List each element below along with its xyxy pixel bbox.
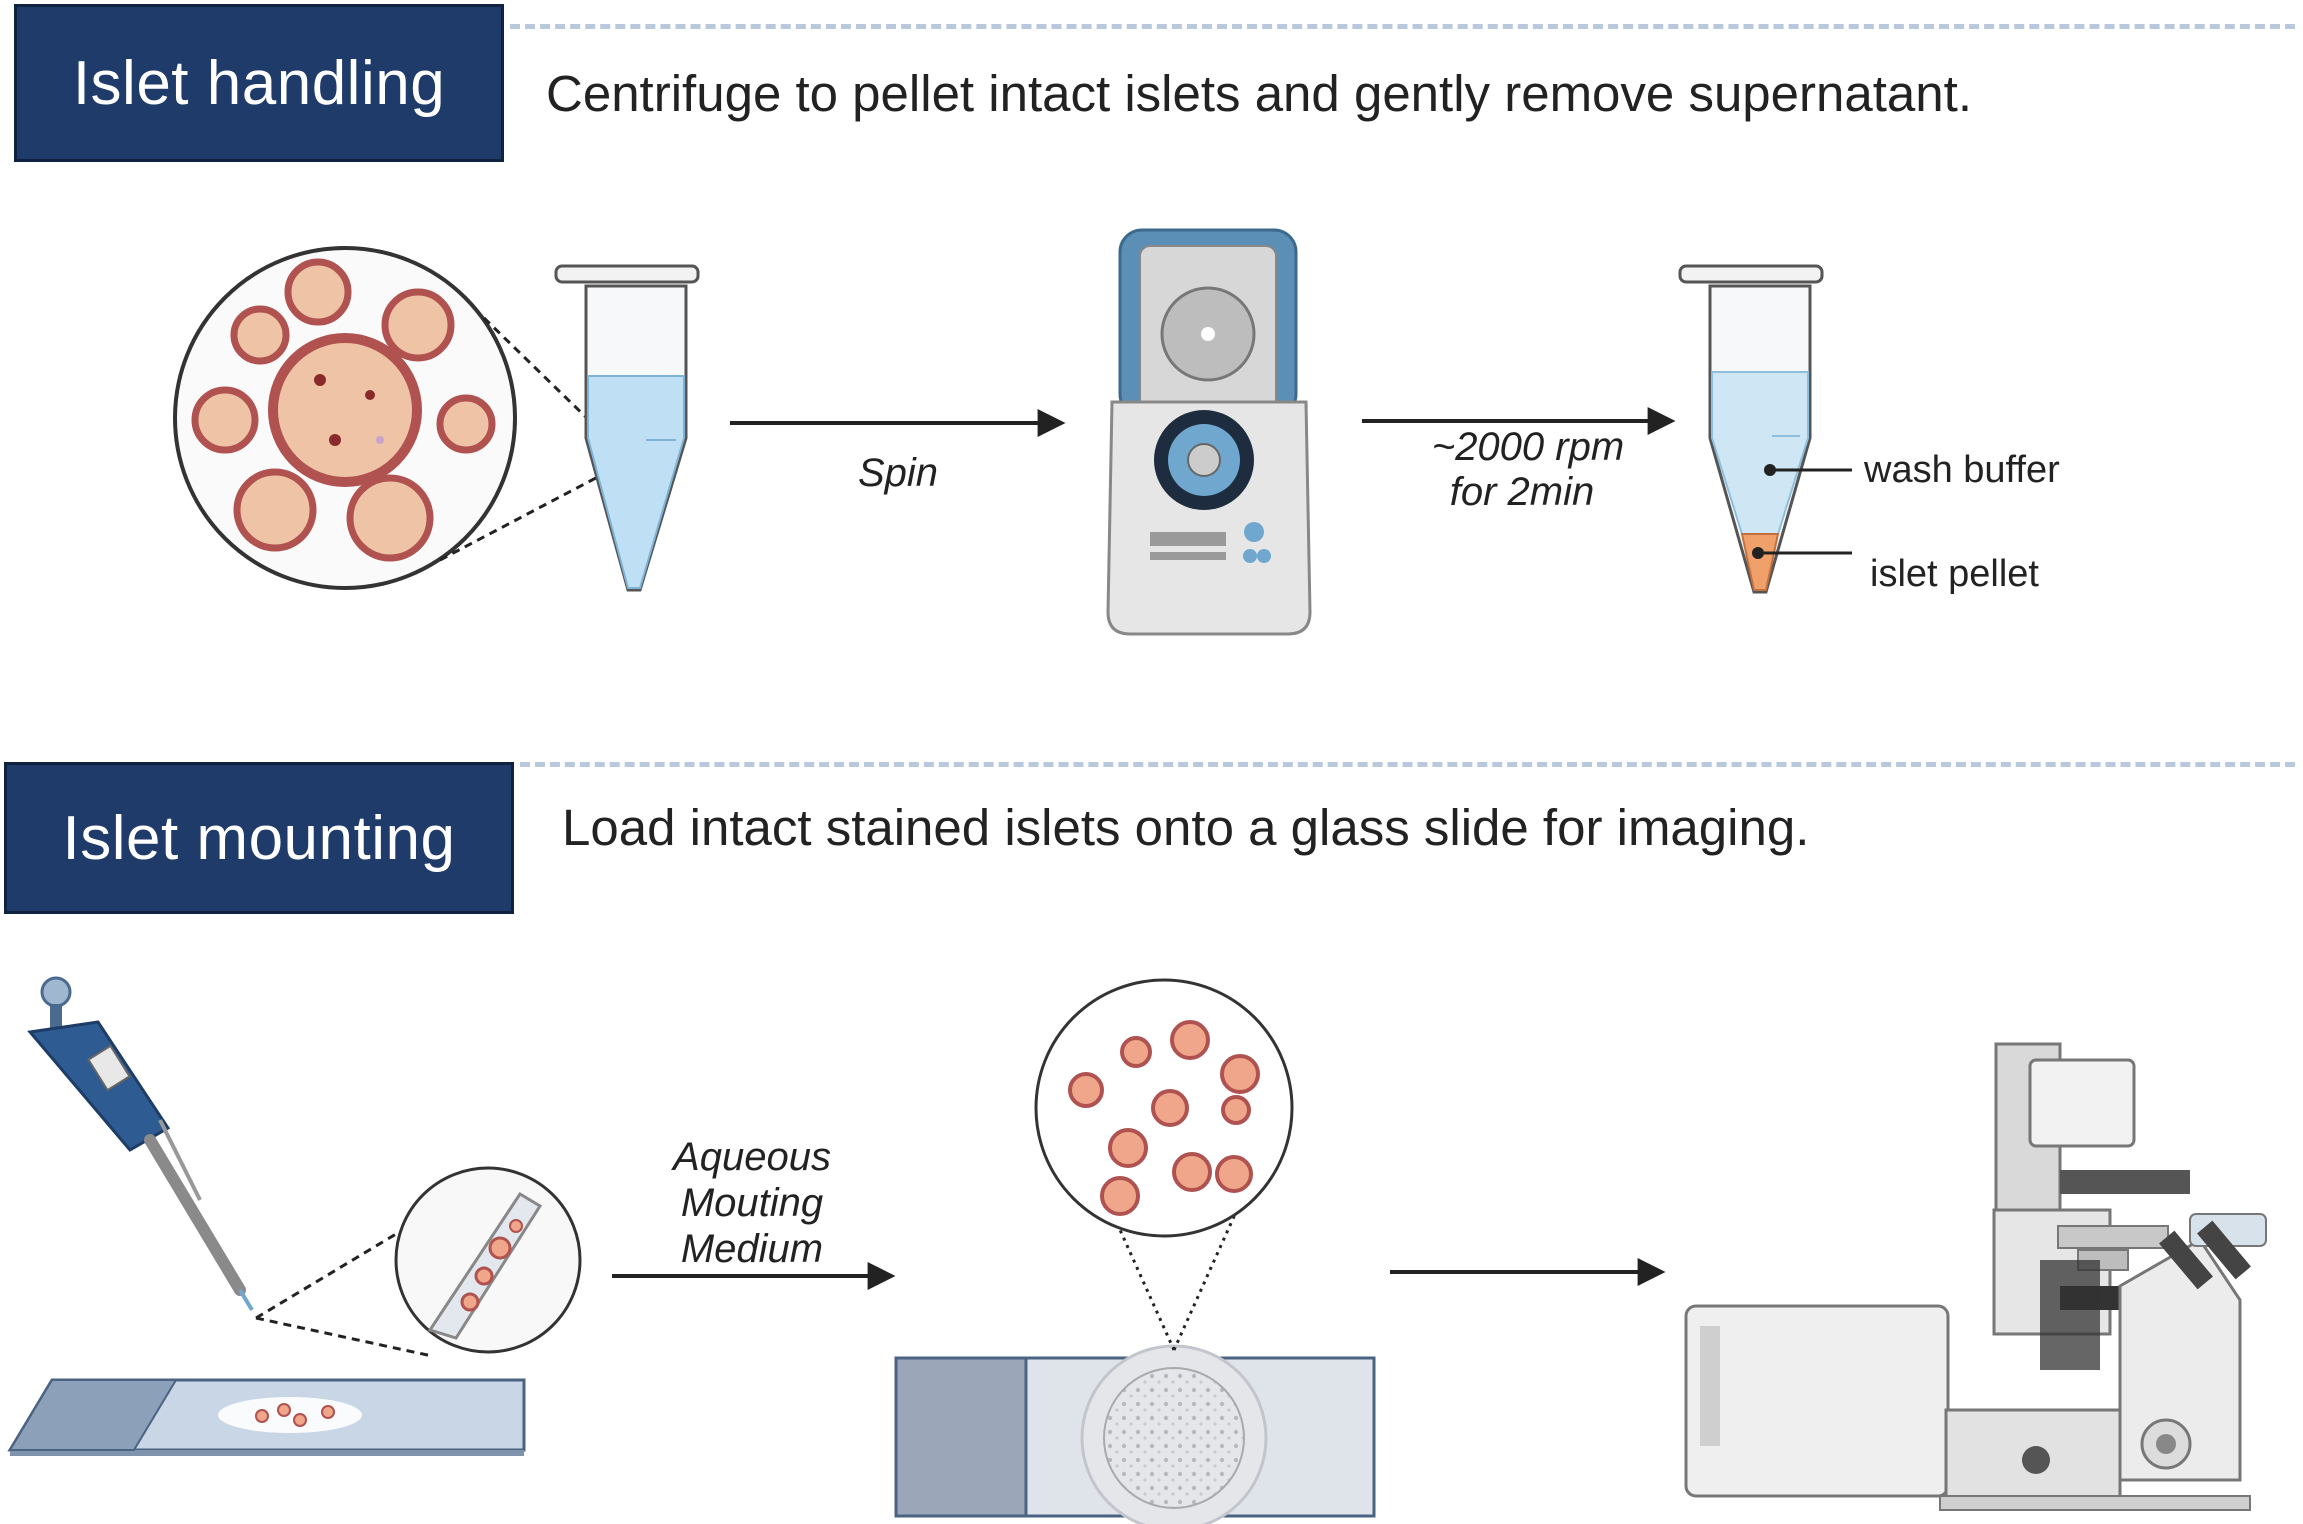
- mounted-islets-magnified-circle: [1034, 978, 1294, 1238]
- zoom-line: [255, 1316, 433, 1358]
- section-label-islet-handling: Islet handling: [14, 4, 504, 162]
- medium-label-line1: Aqueous: [671, 1135, 831, 1179]
- handling-description: Centrifuge to pellet intact islets and g…: [546, 65, 1972, 122]
- tube-with-pellet: [1678, 264, 1852, 594]
- small-islet: [230, 305, 290, 365]
- small-islet: [284, 258, 352, 326]
- small-islet: [191, 386, 259, 454]
- section-label-text: Islet mounting: [62, 803, 456, 873]
- divider-line-middle: [520, 762, 2295, 767]
- microscope-icon: [1684, 1042, 2267, 1511]
- divider-line-top: [510, 24, 2295, 29]
- mounted-slide: [894, 1344, 1376, 1524]
- rpm-label-line2: for 2min: [1450, 470, 1595, 514]
- islet-pellet-label: islet pellet: [1870, 553, 2039, 595]
- tube-with-islets: [554, 264, 700, 592]
- medium-label-line3: Medium: [681, 1227, 823, 1271]
- pipette-tip-magnified-circle: [394, 1166, 582, 1354]
- zoom-line: [439, 458, 631, 562]
- large-islet: [268, 333, 422, 487]
- section-label-islet-mounting: Islet mounting: [4, 762, 514, 914]
- spin-label: Spin: [858, 451, 938, 495]
- small-islet: [381, 288, 455, 362]
- small-islet: [346, 474, 434, 562]
- mounting-description: Load intact stained islets onto a glass …: [562, 799, 1810, 856]
- pipette-icon: [27, 976, 254, 1312]
- section-label-text: Islet handling: [72, 48, 446, 118]
- centrifuge-icon: [1106, 228, 1312, 636]
- small-islet: [436, 394, 496, 454]
- medium-label-line2: Mouting: [681, 1181, 823, 1225]
- wash-buffer-label: wash buffer: [1863, 449, 2060, 491]
- rpm-label-line1: ~2000 rpm: [1432, 425, 1624, 469]
- glass-slide: [7, 1378, 526, 1456]
- islet-magnified-circle: [173, 246, 517, 590]
- small-islet: [233, 468, 317, 552]
